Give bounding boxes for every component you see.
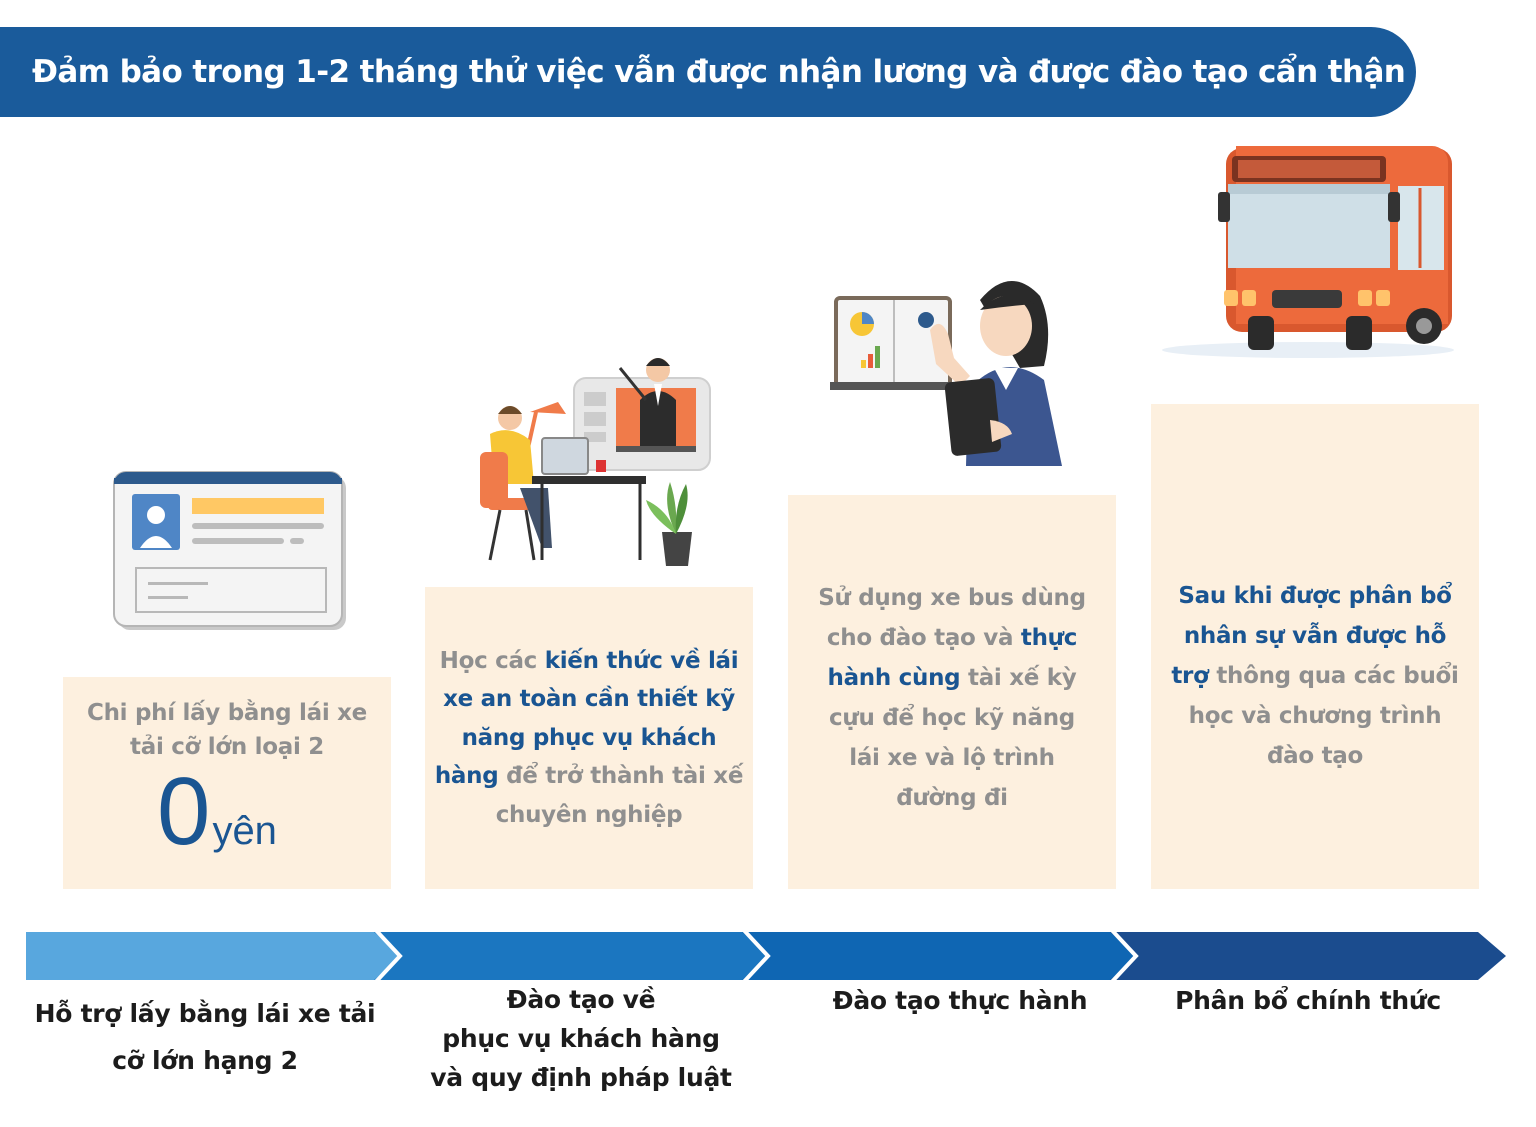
arrow-step-2 [372, 932, 770, 980]
step4-description: Sau khi được phân bổ nhân sự vẫn được hỗ… [1165, 576, 1465, 776]
step2-text-1: Học các [439, 647, 545, 674]
step4-label: Phân bổ chính thức [1175, 986, 1441, 1015]
step1-description: Chi phí lấy bằng lái xe tải cỡ lớn loại … [87, 700, 367, 760]
step3-text-2: tài xế kỳ cựu để học kỹ năng lái xe và l… [829, 665, 1077, 811]
step3-text-1: Sử dụng xe bus dùng cho đào tạo và [818, 585, 1086, 651]
step2-description: Học các kiến thức về lái xe an toàn cần … [431, 642, 747, 835]
arrow-step-3 [740, 932, 1138, 980]
page-title: Đảm bảo trong 1-2 tháng thử việc vẫn đượ… [32, 54, 1406, 90]
header-banner: Đảm bảo trong 1-2 tháng thử việc vẫn đượ… [0, 27, 1416, 117]
step4-text-1: thông qua các buổi học và chương trình đ… [1188, 663, 1459, 769]
step1-label: Hỗ trợ lấy bằng lái xe tải cỡ lớn hạng 2 [34, 999, 376, 1075]
cost-value: 0 [157, 758, 211, 865]
step2-text-2: để trở thành tài xế chuyên nghiệp [495, 763, 744, 828]
step1-box: Chi phí lấy bằng lái xe tải cỡ lớn loại … [63, 677, 391, 889]
step2-box: Học các kiến thức về lái xe an toàn cần … [425, 587, 753, 889]
step4-highlight: Sau khi được phân bổ nhân sự vẫn được hỗ… [1171, 583, 1452, 689]
progress-arrows [26, 924, 1506, 988]
step3-highlight: thực hành cùng [827, 625, 1078, 691]
step2-highlight: kiến thức về lái xe an toàn cần thiết kỹ… [434, 647, 739, 790]
license-card-icon [113, 471, 346, 630]
step3-label: Đào tạo thực hành [832, 986, 1088, 1015]
step3-box: Sử dụng xe bus dùng cho đào tạo và thực … [788, 495, 1116, 889]
bus-icon [1162, 146, 1454, 358]
arrow-step-1 [26, 932, 402, 980]
step4-box: Sau khi được phân bổ nhân sự vẫn được hỗ… [1151, 404, 1479, 889]
arrow-step-4 [1108, 932, 1506, 980]
step3-description: Sử dụng xe bus dùng cho đào tạo và thực … [817, 578, 1087, 818]
step1-cost: 0 yên [157, 758, 277, 865]
cost-unit: yên [212, 809, 277, 853]
online-lesson-icon [480, 358, 711, 566]
presenter-woman-icon [830, 280, 1062, 466]
